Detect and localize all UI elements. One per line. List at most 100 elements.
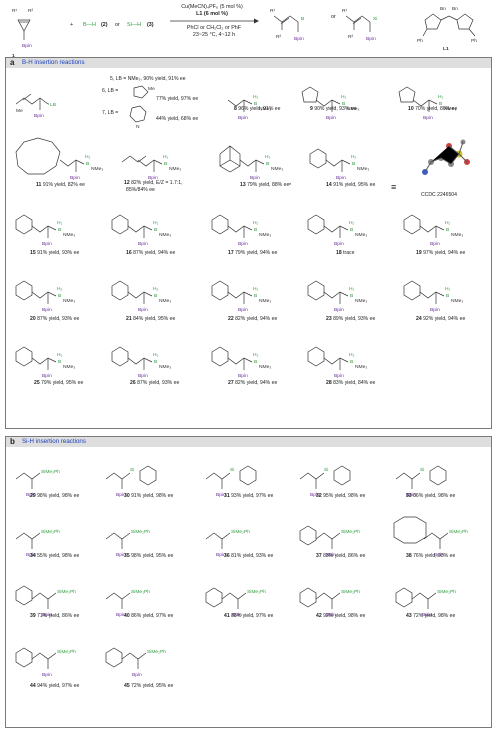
svg-text:Bpin: Bpin bbox=[42, 373, 52, 379]
svg-text:Bpin: Bpin bbox=[42, 612, 52, 618]
compound-caption: 41 88% yield, 97% ee bbox=[224, 613, 273, 619]
compound-number: 35 bbox=[124, 553, 130, 559]
compound-number: 20 bbox=[30, 316, 36, 322]
structure-5: Bpin Me LB bbox=[15, 93, 56, 119]
svg-text:Bpin: Bpin bbox=[238, 373, 248, 379]
compound-caption: 18 trace bbox=[336, 250, 354, 256]
compound-number: 12 bbox=[124, 180, 130, 186]
compound-number: 14 bbox=[326, 182, 332, 188]
compound-caption: 27 82% yield, 94% ee bbox=[228, 380, 277, 386]
compound-number: 30 bbox=[124, 493, 130, 499]
compound-number: 28 bbox=[326, 380, 332, 386]
compound-caption: 37 83% yield, 86% ee bbox=[316, 553, 365, 559]
svg-text:NMe₃: NMe₃ bbox=[159, 232, 171, 238]
svg-text:B: B bbox=[446, 293, 449, 299]
lb-line-6b: 77% yield, 97% ee bbox=[156, 96, 199, 102]
or-text-2: or bbox=[331, 14, 336, 20]
svg-text:B: B bbox=[350, 359, 353, 365]
svg-text:Bpin: Bpin bbox=[138, 241, 148, 247]
lb-line-7b: 44% yield, 68% ee bbox=[156, 116, 199, 122]
compound-yield-ee: 96% yield, 91% ee bbox=[238, 106, 281, 112]
svg-text:Bpin: Bpin bbox=[26, 552, 36, 558]
compound-caption: 43 72% yield, 98% ee bbox=[406, 613, 455, 619]
compound-number: 22 bbox=[228, 316, 234, 322]
compound-caption: 11 91% yield, 82% ee bbox=[36, 182, 85, 188]
svg-text:Bpin: Bpin bbox=[232, 612, 242, 618]
compound-yield-ee: 91% yield, 82% ee bbox=[42, 182, 86, 188]
compound-caption: 34 55% yield, 98% ee bbox=[30, 553, 79, 559]
compound-yield-ee: 91% yield, 95% ee bbox=[333, 182, 376, 188]
compound-caption: 15 91% yield, 93% ee bbox=[30, 250, 79, 256]
svg-text:Si: Si bbox=[230, 467, 234, 473]
compound-number: 21 bbox=[126, 316, 132, 322]
panel-b-title: Si-H insertion reactions bbox=[22, 438, 86, 445]
svg-text:H₂: H₂ bbox=[153, 352, 159, 358]
compound-caption: 38 76% yield, 93% ee bbox=[406, 553, 455, 559]
compound-number: 42 bbox=[316, 613, 322, 619]
svg-text:Si: Si bbox=[130, 467, 134, 473]
svg-text:Bn: Bn bbox=[452, 6, 458, 12]
compound-caption: 40 86% yield, 97% ee bbox=[124, 613, 173, 619]
condition-temp-time: 23~25 °C, 4~12 h bbox=[192, 31, 236, 38]
svg-text:Me: Me bbox=[148, 86, 155, 92]
compound-number: 17 bbox=[228, 250, 234, 256]
svg-text:H₂: H₂ bbox=[253, 220, 259, 226]
svg-text:Bpin: Bpin bbox=[138, 373, 148, 379]
svg-text:Bpin: Bpin bbox=[334, 373, 344, 379]
svg-text:LB: LB bbox=[50, 102, 56, 108]
ccdc-label: CCDC 2246504 bbox=[421, 192, 457, 198]
compound-caption: 13 79% yield, 88% eeᵉ bbox=[240, 182, 291, 188]
compound-caption: 14 91% yield, 95% ee bbox=[326, 182, 375, 188]
svg-text:B: B bbox=[350, 293, 353, 299]
svg-text:B: B bbox=[254, 101, 257, 107]
compound-caption: 29 98% yield, 98% ee bbox=[30, 493, 79, 499]
svg-text:B: B bbox=[154, 227, 157, 233]
compound-yield-ee: 87% yield, 93% ee bbox=[37, 316, 80, 322]
svg-text:Bpin: Bpin bbox=[26, 492, 36, 498]
svg-text:B: B bbox=[266, 161, 269, 167]
svg-text:SiMe₂Ph: SiMe₂Ph bbox=[57, 649, 76, 655]
compound-number: 44 bbox=[30, 683, 36, 689]
svg-text:H₂: H₂ bbox=[163, 154, 169, 160]
svg-text:Bpin: Bpin bbox=[138, 307, 148, 313]
svg-text:B: B bbox=[254, 227, 257, 233]
plus-sign: + bbox=[70, 22, 74, 28]
compound-yield-ee: 76% yield, 93% ee bbox=[413, 553, 456, 559]
svg-text:Bpin: Bpin bbox=[42, 241, 52, 247]
compound-caption: 85%/84% ee bbox=[126, 187, 155, 193]
svg-text:Bpin: Bpin bbox=[238, 307, 248, 313]
compound-number: 26 bbox=[130, 380, 136, 386]
compound-yield-ee: 72% yield, 95% ee bbox=[131, 683, 174, 689]
svg-text:NMe₃: NMe₃ bbox=[259, 364, 271, 370]
compound-yield-ee: 87% yield, 93% ee bbox=[137, 380, 180, 386]
compound-yield-ee: 94% yield, 97% ee bbox=[37, 683, 80, 689]
sih-number: (3) bbox=[147, 22, 154, 28]
svg-text:NMe₃: NMe₃ bbox=[63, 298, 75, 304]
sih-reagent: Si—H bbox=[127, 22, 142, 28]
svg-text:SiMe₂Ph: SiMe₂Ph bbox=[437, 589, 456, 595]
compound-number: 29 bbox=[30, 493, 36, 499]
svg-text:B: B bbox=[254, 293, 257, 299]
svg-text:NMe₃: NMe₃ bbox=[259, 232, 271, 238]
